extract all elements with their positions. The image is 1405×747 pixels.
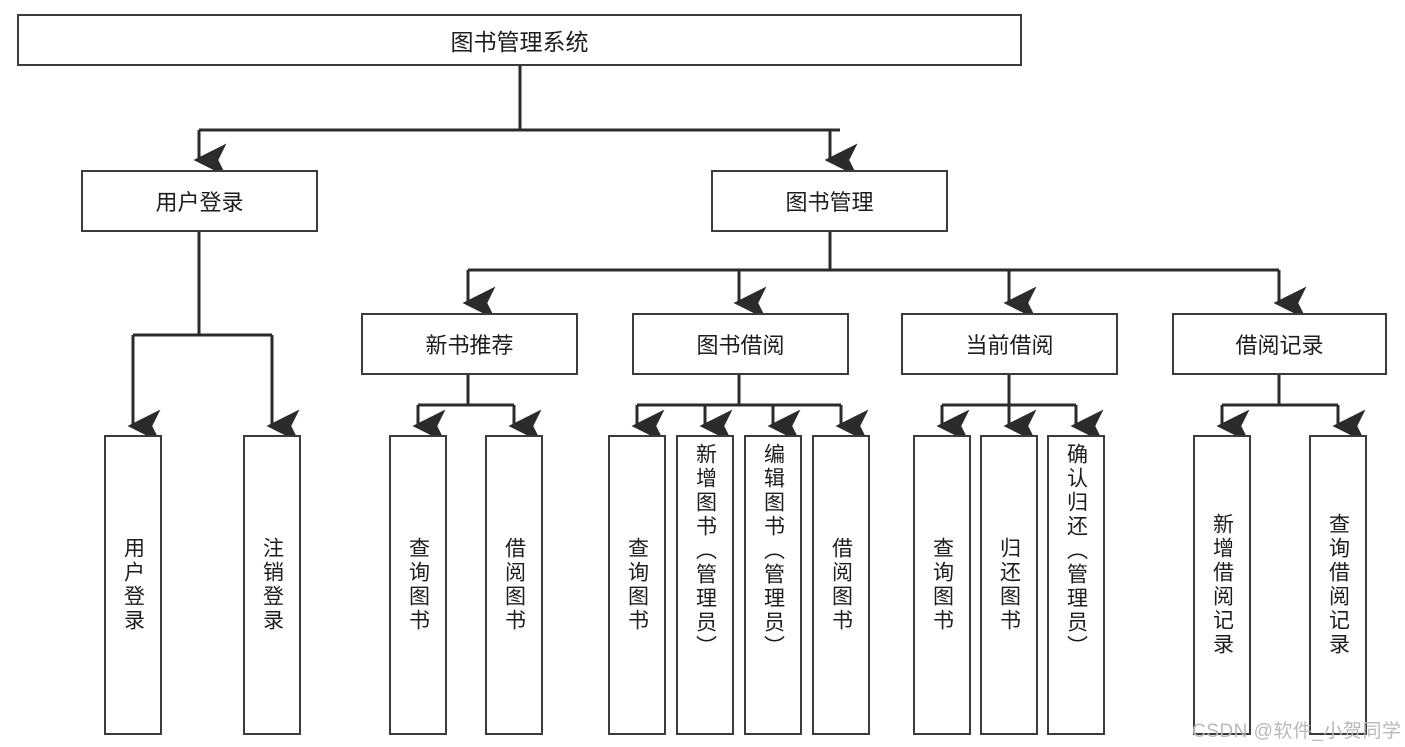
node-user-login[interactable]: 用户登录 xyxy=(81,170,318,232)
leaf-query-book-1[interactable]: 查询图书 xyxy=(389,435,447,735)
node-book-management[interactable]: 图书管理 xyxy=(711,170,948,232)
leaf-user-logout[interactable]: 注销登录 xyxy=(243,435,301,735)
node-new-book-recommend[interactable]: 新书推荐 xyxy=(361,313,578,375)
leaf-query-book-2[interactable]: 查询图书 xyxy=(608,435,666,735)
leaf-return-book[interactable]: 归还图书 xyxy=(980,435,1038,735)
leaf-add-book[interactable]: 新增图书（管理员） xyxy=(676,435,734,735)
csdn-watermark: CSDN @软件_小贺同学 xyxy=(1192,721,1402,742)
leaf-add-record[interactable]: 新增借阅记录 xyxy=(1193,435,1251,735)
leaf-query-record[interactable]: 查询借阅记录 xyxy=(1309,435,1367,735)
leaf-borrow-book-2[interactable]: 借阅图书 xyxy=(812,435,870,735)
node-root[interactable]: 图书管理系统 xyxy=(17,14,1022,66)
leaf-borrow-book-1[interactable]: 借阅图书 xyxy=(485,435,543,735)
node-current-borrow[interactable]: 当前借阅 xyxy=(901,313,1118,375)
leaf-confirm-return[interactable]: 确认归还（管理员） xyxy=(1047,435,1105,735)
node-borrow-record[interactable]: 借阅记录 xyxy=(1172,313,1387,375)
leaf-edit-book[interactable]: 编辑图书（管理员） xyxy=(744,435,802,735)
leaf-query-book-3[interactable]: 查询图书 xyxy=(913,435,971,735)
leaf-user-login[interactable]: 用户登录 xyxy=(104,435,162,735)
node-book-borrow[interactable]: 图书借阅 xyxy=(632,313,849,375)
